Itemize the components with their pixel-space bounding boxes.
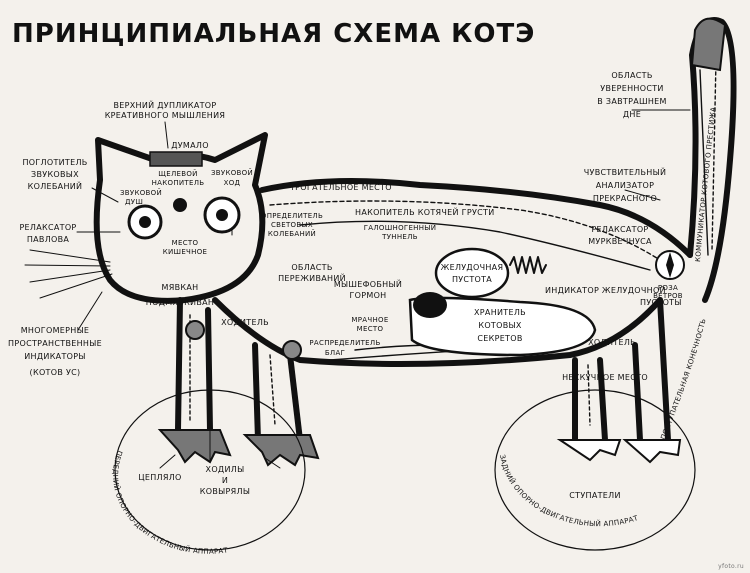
label-dumalo: ДУМАЛО bbox=[171, 141, 209, 150]
label-hody-2: И bbox=[222, 476, 228, 485]
label-obl-uv-3: В ЗАВТРАШНЕМ bbox=[597, 97, 666, 106]
secrets-keeper-organ bbox=[408, 296, 597, 357]
label-ind-zhel-2: ПУСТОТЫ bbox=[640, 298, 682, 307]
label-mrach-1: МРАЧНОЕ bbox=[351, 316, 388, 324]
label-relax-2: ПАВЛОВА bbox=[27, 235, 70, 244]
front-paw-left bbox=[157, 429, 232, 464]
rear-paw-left bbox=[556, 439, 622, 462]
label-pogl-2: ЗВУКОВЫХ bbox=[31, 170, 79, 179]
label-myavkan: МЯВКАН bbox=[162, 283, 199, 292]
stomach-void-organ bbox=[434, 247, 510, 299]
front-paw-right bbox=[242, 434, 320, 467]
label-nakop-grusti: НАКОПИТЕЛЬ КОТЯЧЕЙ ГРУСТИ bbox=[355, 206, 494, 217]
label-podmyav: ПОДМЯВКИВАН bbox=[146, 298, 214, 307]
label-mnogo-2: ПРОСТРАНСТВЕННЫЕ bbox=[8, 339, 102, 348]
label-mrach-2: МЕСТО bbox=[357, 325, 384, 333]
cat-outline bbox=[93, 17, 737, 443]
label-hodit-1: ХОДИТЕЛЬ bbox=[221, 318, 269, 327]
label-relax-1: РЕЛАКСАТОР bbox=[19, 223, 76, 232]
front-joint-1 bbox=[185, 320, 205, 340]
label-neskuch: НЕСКУЧНОЕ МЕСТО bbox=[562, 373, 648, 382]
label-roza-1: РОЗА bbox=[658, 284, 678, 292]
label-mnogo-3: ИНДИКАТОРЫ bbox=[24, 352, 85, 361]
organs bbox=[24, 17, 727, 467]
label-obl-uv-2: УВЕРЕННОСТИ bbox=[600, 84, 663, 93]
label-ceplyalo: ЦЕПЛЯЛО bbox=[138, 473, 181, 482]
label-hran-3: СЕКРЕТОВ bbox=[477, 334, 522, 343]
label-opred-1: ОПРЕДЕЛИТЕЛЬ bbox=[261, 212, 323, 220]
diagram-title: ПРИНЦИПИАЛЬНАЯ СХЕМА КОТЭ bbox=[12, 19, 535, 49]
label-mesto-kish-2: КИШЕЧНОЕ bbox=[163, 248, 208, 256]
label-chuvst-2: АНАЛИЗАТОР bbox=[596, 181, 655, 190]
pointer-lines bbox=[76, 109, 691, 469]
label-shchel-2: НАКОПИТЕЛЬ bbox=[152, 179, 205, 187]
label-stupateli: СТУПАТЕЛИ bbox=[569, 491, 620, 500]
label-mysh-2: ГОРМОН bbox=[349, 291, 386, 300]
front-joint-2 bbox=[282, 340, 302, 360]
front-support-ring bbox=[114, 389, 306, 551]
label-obl-per-2: ПЕРЕЖИВАНИЙ bbox=[278, 272, 346, 283]
label-dupl-1: ВЕРХНИЙ ДУПЛИКАТОР bbox=[113, 99, 216, 110]
label-mnogo-4: (КОТОВ УС) bbox=[30, 368, 81, 377]
label-mesto-kish-1: МЕСТО bbox=[172, 239, 199, 247]
label-chuvst-3: ПРЕКРАСНОГО bbox=[593, 194, 657, 203]
label-obl-uv-4: ДНЕ bbox=[623, 110, 641, 119]
label-obl-per-1: ОБЛАСТЬ bbox=[291, 263, 332, 272]
label-zvuk-dushi-1: ЗВУКОВОЙ bbox=[120, 188, 162, 197]
label-roza-2: ВЕТРОВ bbox=[653, 292, 683, 300]
label-hran-2: КОТОВЫХ bbox=[478, 321, 522, 330]
right-pupil bbox=[216, 209, 228, 221]
label-raspred-1: РАСПРЕДЕЛИТЕЛЬ bbox=[309, 339, 380, 347]
nose bbox=[173, 198, 187, 212]
mousephobic-hormone-organ bbox=[413, 292, 447, 318]
label-galo-1: ГАЛОШНОГЕННЫЙ bbox=[364, 223, 437, 232]
label-relax-mur-2: МУРКВЕЧНУСА bbox=[588, 237, 652, 246]
label-mysh-1: МЫШЕФОБНЫЙ bbox=[334, 278, 402, 289]
label-pogl-1: ПОГЛОТИТЕЛЬ bbox=[22, 158, 87, 167]
label-shchel-1: ЩЕЛЕВОЙ bbox=[158, 169, 197, 178]
label-pogl-3: КОЛЕБАНИЙ bbox=[28, 180, 83, 191]
label-zvuk-hod-2: ХОД bbox=[224, 179, 241, 187]
rear-paw-right bbox=[622, 439, 682, 464]
label-raspred-2: БЛАГ bbox=[325, 349, 345, 357]
label-zvuk-hod-1: ЗВУКОВОЙ bbox=[211, 168, 253, 177]
watermark: yfoto.ru bbox=[718, 563, 744, 570]
tail-gauge bbox=[690, 17, 727, 72]
label-chuvst-1: ЧУВСТВИТЕЛЬНЫЙ bbox=[584, 166, 667, 177]
wind-rose-needle bbox=[666, 252, 674, 278]
whiskers bbox=[24, 249, 113, 299]
label-hran-1: ХРАНИТЕЛЬ bbox=[474, 308, 526, 317]
label-opred-2: СВЕТОВЫХ bbox=[271, 221, 313, 229]
label-zhel-pust-1: ЖЕЛУДОЧНАЯ bbox=[441, 263, 504, 272]
label-obl-uv-1: ОБЛАСТЬ bbox=[611, 71, 652, 80]
label-ind-zhel-1: ИНДИКАТОР ЖЕЛУДОЧНОЙ bbox=[545, 284, 666, 295]
label-galo-2: ТУННЕЛЬ bbox=[381, 233, 418, 241]
label-relax-mur-1: РЕЛАКСАТОР bbox=[591, 225, 648, 234]
rear-support-ring bbox=[494, 389, 696, 551]
spring-coil bbox=[509, 256, 547, 274]
left-pupil bbox=[139, 216, 151, 228]
label-dupl-2: КРЕАТИВНОГО МЫШЛЕНИЯ bbox=[105, 111, 226, 120]
label-zvuk-dushi-2: ДУШ bbox=[125, 198, 143, 206]
label-hodit-2: ХОДИТЕЛЬ bbox=[588, 338, 636, 347]
label-opred-3: КОЛЕБАНИЙ bbox=[268, 229, 316, 238]
label-zhel-pust-2: ПУСТОТА bbox=[452, 275, 492, 284]
dumalo-organ bbox=[149, 151, 203, 167]
label-mnogo-1: МНОГОМЕРНЫЕ bbox=[21, 326, 90, 335]
label-hody-1: ХОДИЛЫ bbox=[206, 465, 245, 474]
label-trog: ТРОГАТЕЛЬНОЕ МЕСТО bbox=[289, 183, 392, 192]
label-hody-3: КОВЫРЯЛЫ bbox=[200, 487, 250, 496]
